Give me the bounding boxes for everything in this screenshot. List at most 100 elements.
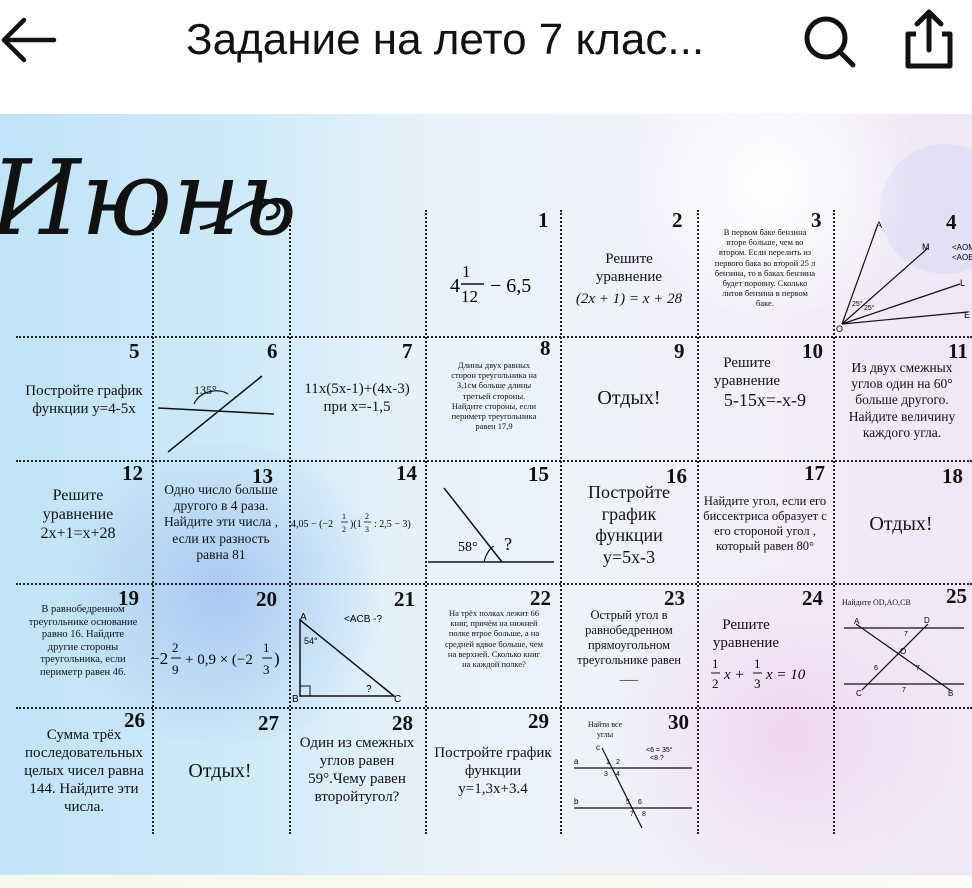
task-line: равнобедренном <box>585 623 673 637</box>
task-line: 144. Найдите эти <box>29 781 139 797</box>
svg-text:25°: 25° <box>852 300 863 308</box>
svg-text:B: B <box>948 689 953 698</box>
background-blob <box>40 444 400 744</box>
day-number: 21 <box>394 587 415 611</box>
day-number: 14 <box>396 461 417 485</box>
day-6-angle-diagram: 135° <box>157 375 275 453</box>
task-line: полке втрое больше, а на <box>448 628 540 639</box>
svg-text:?: ? <box>504 534 512 554</box>
day-27-rest: Отдых! <box>188 760 252 782</box>
month-title: Июнь <box>0 137 296 259</box>
day-1-expression: 4 1 12 − 6,5 <box>450 262 531 306</box>
search-button[interactable] <box>800 12 858 70</box>
app-bar: Задание на лето 7 клас... <box>0 0 972 88</box>
svg-text:8: 8 <box>642 811 646 818</box>
task-line: Найти все <box>587 720 623 729</box>
grid-line <box>425 210 427 834</box>
day-30-task: Найти все углы <box>570 720 640 739</box>
task-line: углы <box>596 729 614 739</box>
grid-line <box>289 210 291 834</box>
svg-text:4: 4 <box>616 771 620 778</box>
svg-text:+ 0,9 × (−2: + 0,9 × (−2 <box>185 652 253 668</box>
svg-text:<ACB -?: <ACB -? <box>344 614 383 625</box>
svg-text:6: 6 <box>874 665 878 672</box>
day-22-task: На трёх полках лежит 66 книг, причём на … <box>428 608 560 669</box>
day-20-expression: −2 2 9 + 0,9 × (−2 1 3 ) <box>150 640 280 677</box>
task-line: уравнение <box>713 373 781 389</box>
share-button[interactable] <box>898 8 958 70</box>
day-9-rest: Отдых! <box>597 387 661 409</box>
task-line: равен 17,9 <box>475 421 513 432</box>
document-title: Задание на лето 7 клас... <box>186 15 705 64</box>
background-blob <box>600 574 972 874</box>
svg-text:3: 3 <box>365 525 369 534</box>
svg-text:7: 7 <box>904 631 908 638</box>
task-line: второйтугол? <box>314 789 400 805</box>
grid-line <box>16 336 972 338</box>
task-line: биссектриса образует с <box>703 509 827 523</box>
svg-text:58°: 58° <box>458 540 478 555</box>
task-line: график <box>601 503 657 524</box>
grid-line <box>560 210 562 834</box>
month-title-text: Июнь <box>0 137 296 259</box>
svg-text:B: B <box>292 694 299 704</box>
task-line: Постройте график <box>434 745 552 761</box>
grid-line <box>16 460 972 462</box>
task-line: Длины двух равных <box>457 360 531 370</box>
day-5-task: Постройте график функции y=4-5x <box>16 382 152 418</box>
back-button[interactable] <box>0 14 60 66</box>
day-4-angle-diagram: A M L E O 25° 25° <AOM <AOE <box>836 220 972 334</box>
day-2-task: Решите уравнение (2x + 1) = x + 28 <box>563 250 695 308</box>
task-line: Найдите эти числа , <box>163 514 279 530</box>
day-number: 25 <box>946 584 967 608</box>
task-line: первого бака во второй 25 л <box>714 257 816 268</box>
svg-text:): ) <box>274 649 280 668</box>
day-number: 29 <box>528 709 549 733</box>
task-line: последовательных <box>25 745 143 761</box>
svg-text:?: ? <box>366 684 372 695</box>
task-line: 3,1см больше длины <box>456 380 532 391</box>
svg-text:b: b <box>574 797 579 806</box>
task-line: если их разность <box>172 530 270 546</box>
day-number: 26 <box>124 708 145 732</box>
day-7-task: 11x(5x-1)+(4x-3) при x=-1,5 <box>289 380 425 416</box>
task-line: Сумма трёх <box>46 727 122 743</box>
task-line: функции <box>595 525 663 546</box>
svg-text:a: a <box>574 757 579 766</box>
svg-text:1: 1 <box>342 512 346 521</box>
svg-text:1: 1 <box>263 640 270 655</box>
task-line: функции y=4-5x <box>32 401 136 417</box>
day-number: 2 <box>672 208 683 232</box>
svg-text:<AOE: <AOE <box>952 253 972 262</box>
task-line: (2x + 1) = x + 28 <box>575 291 683 307</box>
task-line: функции <box>464 763 522 779</box>
task-line: треугольнике равен <box>577 653 681 667</box>
task-line: периметр равен 46. <box>40 666 126 678</box>
task-line: Найдите угол, если его <box>703 494 827 508</box>
task-line: Решите <box>722 617 770 633</box>
task-line: уравнение <box>595 269 663 285</box>
day-25-crossing-lines-diagram: A D C B O 7 6 7 7 <box>844 616 964 698</box>
task-line: который равен 80° <box>715 539 815 553</box>
day-number: 13 <box>252 464 273 488</box>
task-line: Решите <box>605 251 653 267</box>
task-line: равна 81 <box>196 546 246 562</box>
svg-text:1: 1 <box>606 759 610 766</box>
svg-text:<8 ?: <8 ? <box>650 755 664 762</box>
day-number: 3 <box>811 208 822 232</box>
arrow-left-icon <box>1 17 57 63</box>
day-number: 22 <box>530 586 551 610</box>
svg-text:M: M <box>922 242 930 252</box>
day-13-task: Одно число больше другого в 4 раза. Найд… <box>154 482 288 563</box>
svg-text:− 6,5: − 6,5 <box>490 275 531 297</box>
svg-text:7: 7 <box>902 687 906 694</box>
day-21-triangle-diagram: A B C 54° ? <ACB -? <box>292 612 401 704</box>
day-number: 15 <box>528 462 549 486</box>
task-line: На трёх полках лежит 66 <box>448 608 540 618</box>
task-line: треугольника, если <box>40 654 126 666</box>
task-line: на каждой полке? <box>462 658 526 669</box>
svg-text:A: A <box>854 617 860 626</box>
svg-text:<AOM: <AOM <box>952 243 972 252</box>
task-line: будет поровну. Сколько <box>722 277 808 288</box>
day-30-parallel-lines-diagram: a b c 1 2 3 4 5 6 7 8 <6 = 35° <8 ? <box>574 743 692 829</box>
